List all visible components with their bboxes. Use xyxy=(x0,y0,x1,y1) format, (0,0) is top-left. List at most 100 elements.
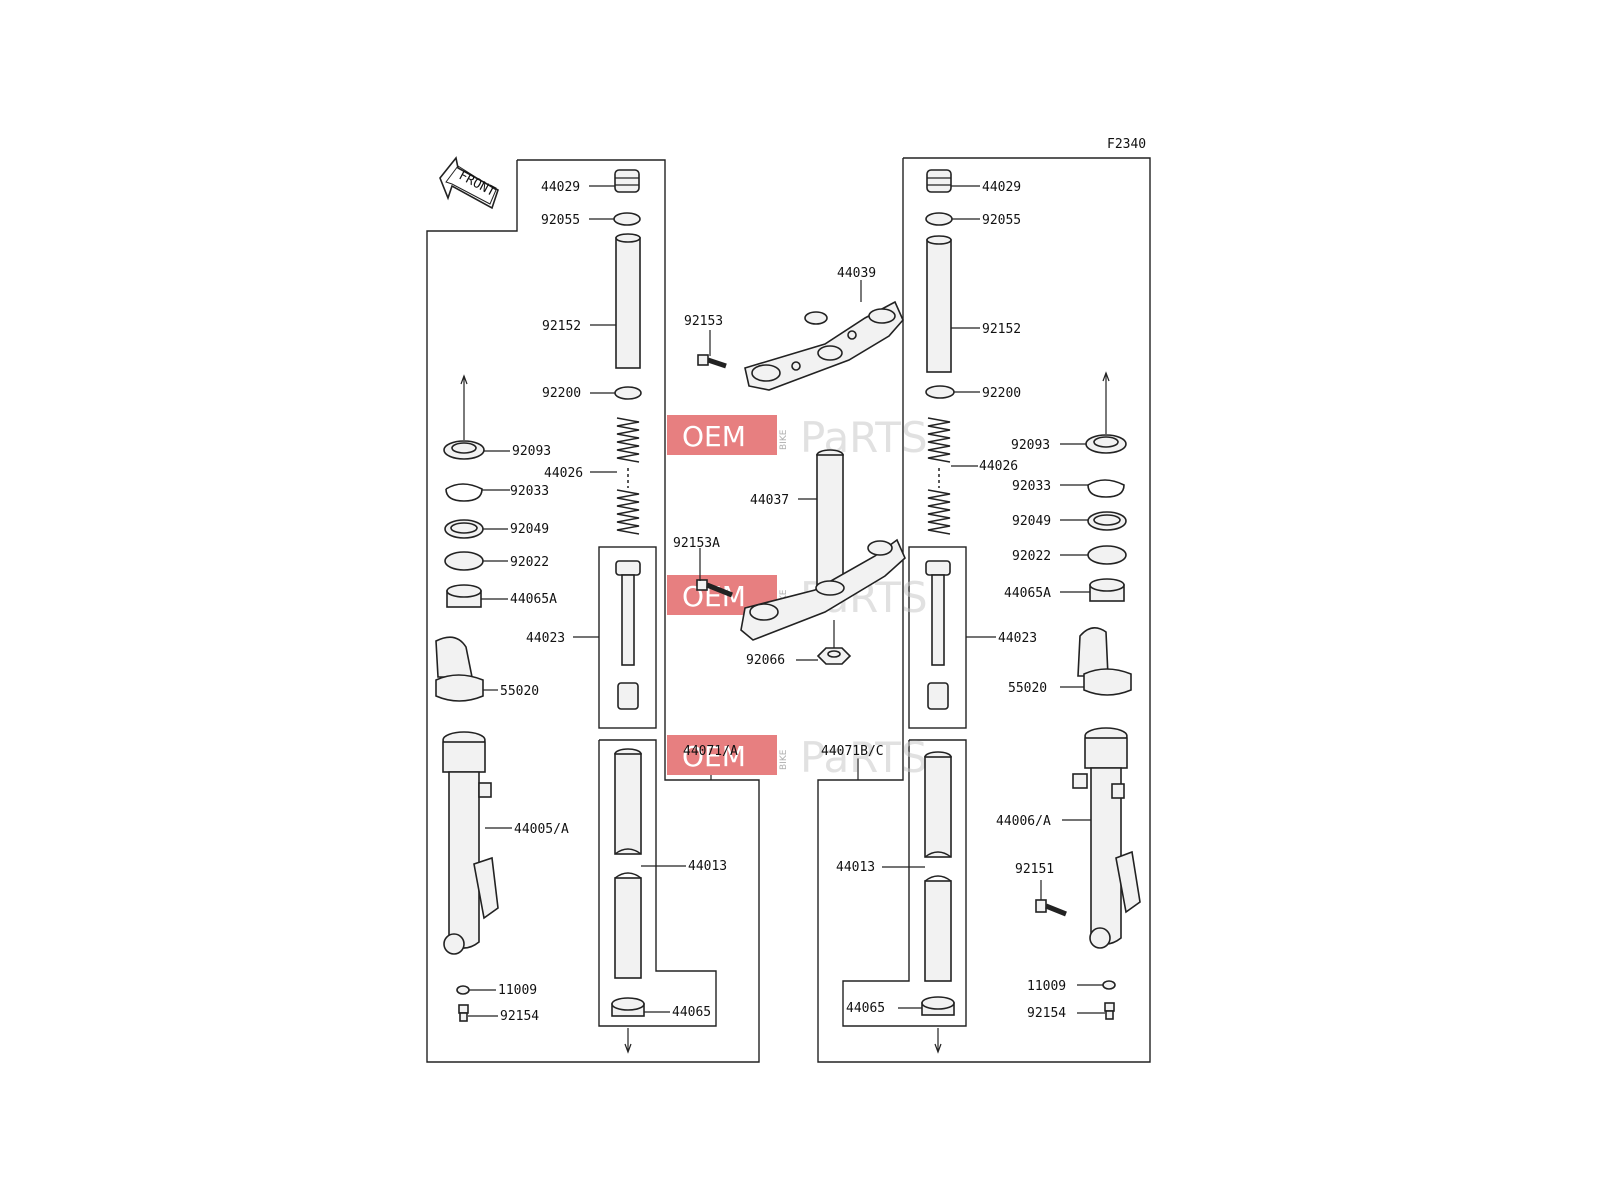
label-left-assy: 44071/A xyxy=(683,744,738,759)
label-stem: 44037 xyxy=(750,493,789,508)
label-left-oil-seal: 92049 xyxy=(510,522,549,537)
label-right-circlip: 92033 xyxy=(1012,479,1051,494)
right-inner-tube-part xyxy=(924,751,952,982)
label-left-circlip: 92033 xyxy=(510,484,549,499)
right-fork-guard-part xyxy=(1077,627,1132,696)
label-right-spacer-pipe: 92152 xyxy=(982,322,1021,337)
label-right-bolt-caliper: 92151 xyxy=(1015,862,1054,877)
left-frame xyxy=(426,159,760,1063)
bolt-92153-part xyxy=(697,354,727,369)
left-labels: 44029 92055 92152 92200 92093 44026 9203… xyxy=(498,180,738,1024)
label-right-bolt: 92154 xyxy=(1027,1006,1066,1021)
label-left-dust-seal: 92093 xyxy=(512,444,551,459)
svg-text:PaRTS: PaRTS xyxy=(800,733,928,782)
right-cap-part xyxy=(926,169,952,193)
right-labels: 44029 92055 92152 92200 92093 44026 9203… xyxy=(821,180,1066,1021)
svg-text:OEM: OEM xyxy=(682,420,746,453)
nut-part xyxy=(816,647,852,665)
left-spacer-pipe-part xyxy=(615,233,641,369)
right-o-ring-part xyxy=(925,212,953,226)
label-left-inner-tube: 44013 xyxy=(688,859,727,874)
label-right-cylinder: 44023 xyxy=(998,631,1037,646)
label-left-washer: 92200 xyxy=(542,386,581,401)
label-left-gasket: 11009 xyxy=(498,983,537,998)
right-frame xyxy=(817,157,1151,1063)
left-cap-part xyxy=(614,169,640,193)
left-washer-part xyxy=(614,386,642,400)
right-bolt-caliper-part xyxy=(1035,899,1067,917)
svg-text:BIKE: BIKE xyxy=(779,749,789,770)
left-fork-guard-part xyxy=(435,636,484,702)
label-right-cap: 44029 xyxy=(982,180,1021,195)
label-left-cap: 44029 xyxy=(541,180,580,195)
label-right-gasket: 11009 xyxy=(1027,979,1066,994)
svg-text:BIKE: BIKE xyxy=(779,429,789,450)
left-dust-seal-part xyxy=(443,374,485,460)
right-circlip-part xyxy=(1087,479,1125,498)
right-washer-part xyxy=(925,385,955,399)
label-right-o-ring: 92055 xyxy=(982,213,1021,228)
label-right-washer-2: 92022 xyxy=(1012,549,1051,564)
leader-lines xyxy=(468,185,1105,1017)
label-left-outer-tube: 44005/A xyxy=(514,822,569,837)
front-arrow-icon: FRONT xyxy=(439,156,499,210)
right-gasket-part xyxy=(1102,980,1116,990)
label-left-spring: 44026 xyxy=(544,466,583,481)
left-outer-tube-part xyxy=(442,731,499,955)
left-oil-seal-part xyxy=(444,519,484,539)
label-right-fork-guard: 55020 xyxy=(1008,681,1047,696)
left-spring-part xyxy=(616,417,640,535)
right-outer-tube-part xyxy=(1072,727,1141,949)
right-dust-seal-part xyxy=(1085,371,1127,454)
label-left-spacer-pipe: 92152 xyxy=(542,319,581,334)
label-right-spring: 44026 xyxy=(979,459,1018,474)
label-left-bushing-a: 44065A xyxy=(510,592,557,607)
left-bushing-part xyxy=(611,997,645,1054)
svg-text:OEM: OEM xyxy=(682,580,746,613)
label-right-oil-seal: 92049 xyxy=(1012,514,1051,529)
right-bushing-a-part xyxy=(1089,578,1125,602)
right-bushing-part xyxy=(921,996,955,1054)
label-nut: 92066 xyxy=(746,653,785,668)
left-inner-tube-part xyxy=(614,748,642,979)
label-right-assy: 44071B/C xyxy=(821,744,884,759)
label-left-o-ring: 92055 xyxy=(541,213,580,228)
right-cylinder-part xyxy=(925,560,951,710)
left-gasket-part xyxy=(456,985,470,995)
watermark-3: OEM BIKE PaRTS xyxy=(667,733,928,782)
label-bolt-92153: 92153 xyxy=(684,314,723,329)
svg-text:OEM: OEM xyxy=(682,740,746,773)
left-bolt-part xyxy=(458,1004,469,1022)
label-left-bolt: 92154 xyxy=(500,1009,539,1024)
label-upper-bracket: 44039 xyxy=(837,266,876,281)
label-left-washer-2: 92022 xyxy=(510,555,549,570)
right-inner-tube-box xyxy=(842,739,967,1027)
left-o-ring-part xyxy=(613,212,641,226)
label-left-fork-guard: 55020 xyxy=(500,684,539,699)
figure-code: F2340 xyxy=(1107,137,1146,152)
left-bushing-a-part xyxy=(446,584,482,608)
right-washer-2-part xyxy=(1087,545,1127,565)
label-right-dust-seal: 92093 xyxy=(1011,438,1050,453)
left-inner-tube-box xyxy=(598,739,717,1027)
label-right-outer-tube: 44006/A xyxy=(996,814,1051,829)
left-circlip-part xyxy=(445,483,483,502)
left-cylinder-part xyxy=(615,560,641,710)
stem-part xyxy=(740,449,906,641)
left-washer-2-part xyxy=(444,551,484,571)
label-right-washer: 92200 xyxy=(982,386,1021,401)
label-right-bushing: 44065 xyxy=(846,1001,885,1016)
right-oil-seal-part xyxy=(1087,511,1127,531)
right-spring-part xyxy=(927,417,951,535)
label-right-inner-tube: 44013 xyxy=(836,860,875,875)
label-bolt-92153a: 92153A xyxy=(673,536,720,551)
label-left-bushing: 44065 xyxy=(672,1005,711,1020)
right-bolt-part xyxy=(1104,1002,1115,1020)
bolt-92153a-part xyxy=(696,579,733,598)
watermark-1: OEM BIKE PaRTS xyxy=(667,413,928,462)
label-left-cylinder: 44023 xyxy=(526,631,565,646)
label-right-bushing-a: 44065A xyxy=(1004,586,1051,601)
upper-bracket-part xyxy=(744,300,904,391)
right-spacer-pipe-part xyxy=(926,235,952,373)
